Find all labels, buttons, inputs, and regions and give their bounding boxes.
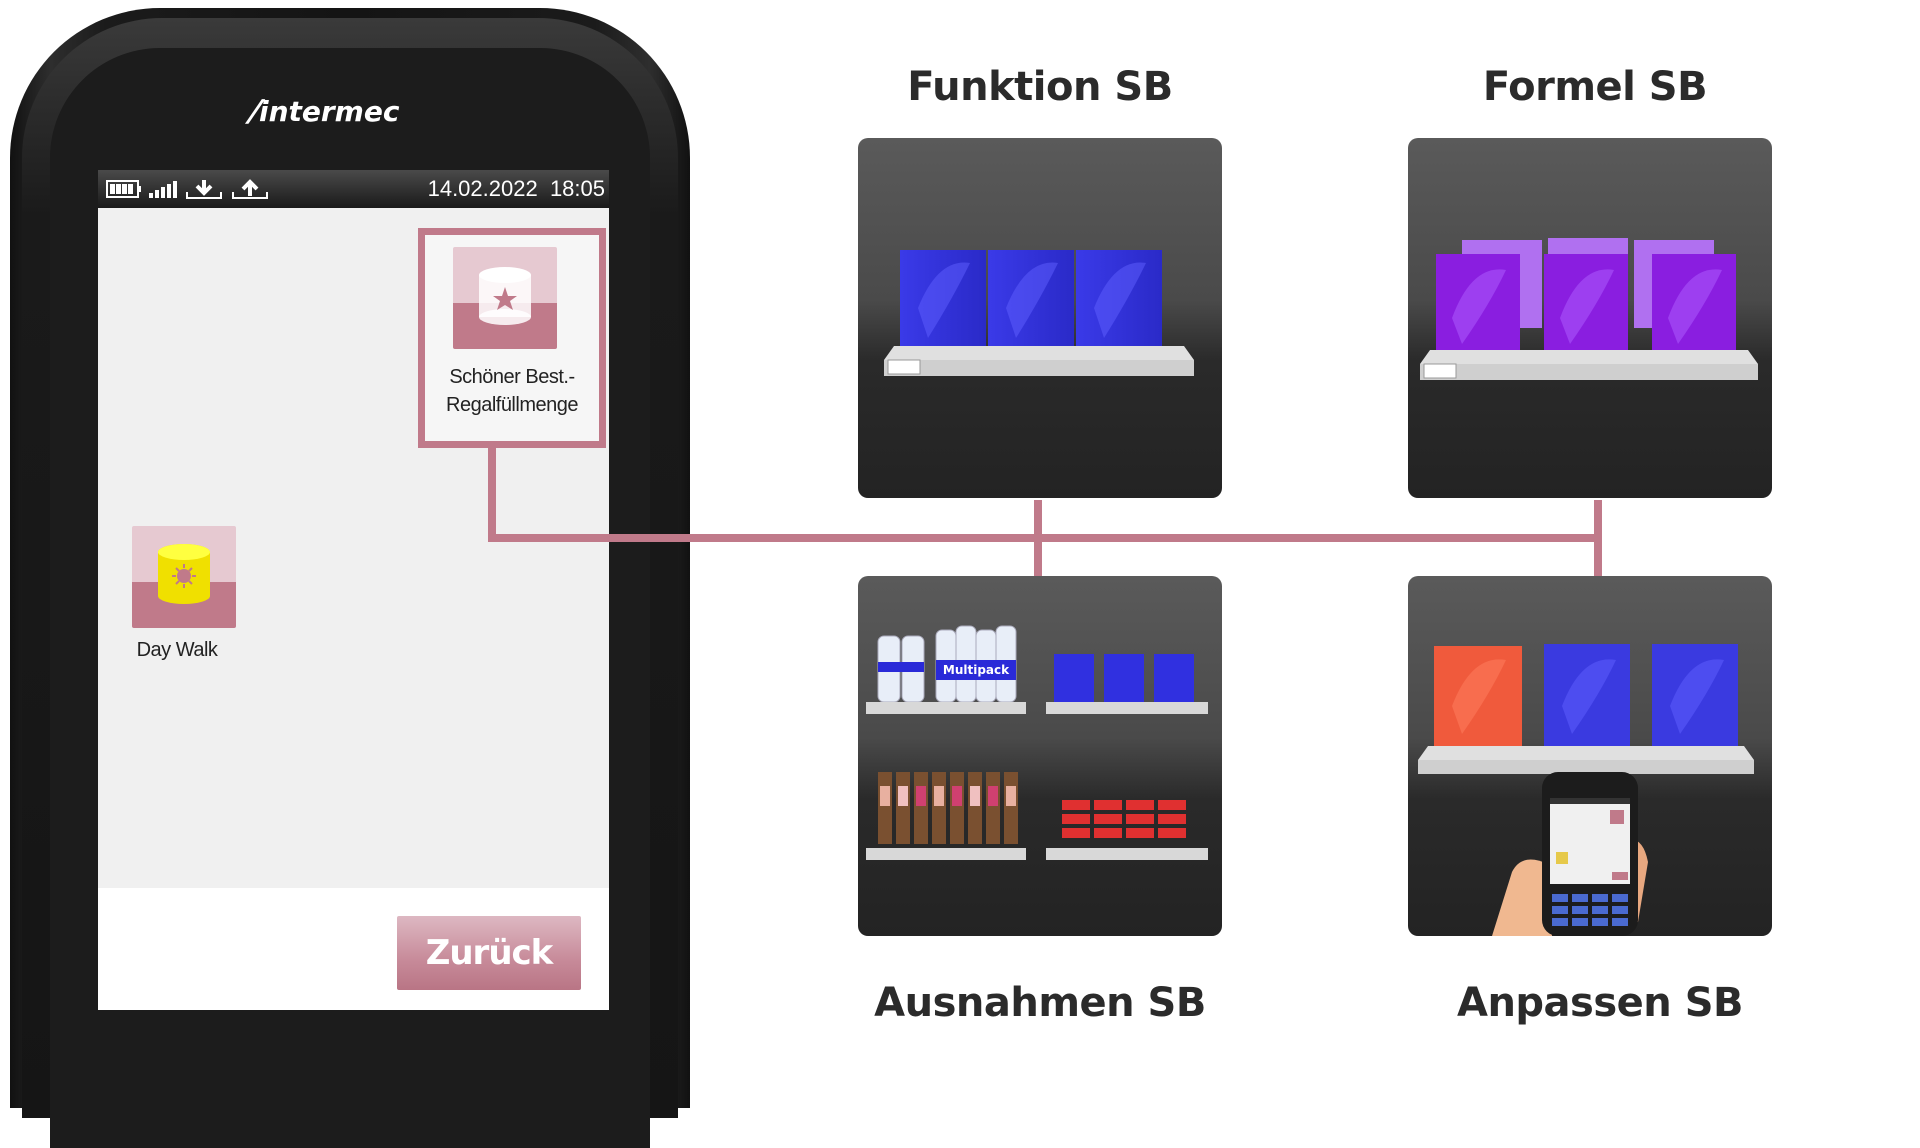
multipack-label: Multipack — [942, 663, 1010, 677]
connector-horizontal — [488, 534, 1598, 542]
panel-title-funktion: Funktion SB — [907, 64, 1173, 110]
sun-can-icon — [132, 526, 236, 628]
app-grid: Schöner Best.- Regalfüllmenge — [98, 208, 609, 888]
shelf-purple-boxes-icon — [1420, 238, 1758, 380]
hand-holding-scanner-icon — [1492, 772, 1648, 936]
app-label-line2: Regalfüllmenge — [446, 394, 578, 416]
panel-ausnahmen: Multipack — [858, 576, 1222, 936]
status-bar: 14.02.2022 18:05 — [98, 170, 609, 208]
app-tile-day-walk[interactable]: Day Walk — [118, 526, 268, 676]
shelf-blue-boxes-icon — [884, 250, 1194, 376]
connector-vertical-device — [488, 442, 496, 542]
back-button[interactable]: Zurück — [397, 916, 581, 990]
panel-title-formel: Formel SB — [1482, 64, 1708, 110]
upload-icon — [232, 179, 268, 199]
shelf-mixed-products-icon — [866, 625, 1208, 860]
app-label-line1: Schöner Best.- — [449, 366, 575, 388]
connector-vertical-right — [1594, 500, 1602, 580]
status-time: 18:05 — [549, 176, 605, 201]
status-date: 14.02.2022 — [427, 176, 538, 201]
handheld-device: /intermec 14.02.20 — [10, 8, 690, 1148]
panel-anpassen — [1408, 576, 1772, 936]
brand-name: intermec — [258, 95, 400, 128]
download-icon — [186, 180, 222, 199]
panel-funktion — [858, 138, 1222, 498]
shelf-adjust-icon — [1418, 644, 1754, 774]
battery-icon — [106, 180, 141, 198]
app-tile-schoener-best[interactable]: Schöner Best.- Regalfüllmenge — [418, 228, 606, 448]
status-datetime: 14.02.2022 18:05 — [428, 176, 605, 202]
signal-icon — [149, 181, 177, 198]
panel-title-ausnahmen: Ausnahmen SB — [874, 980, 1206, 1026]
brand-logo: /intermec — [247, 94, 450, 144]
device-screen: 14.02.2022 18:05 Schöner Best.- Regalfül… — [98, 170, 609, 1010]
connector-vertical-left — [1034, 500, 1042, 580]
app-label-schoener-best: Schöner Best.- Regalfüllmenge — [425, 363, 599, 419]
app-label-day-walk: Day Walk — [136, 639, 218, 661]
panel-formel — [1408, 138, 1772, 498]
star-can-icon — [453, 247, 557, 349]
panel-title-anpassen: Anpassen SB — [1456, 980, 1744, 1026]
